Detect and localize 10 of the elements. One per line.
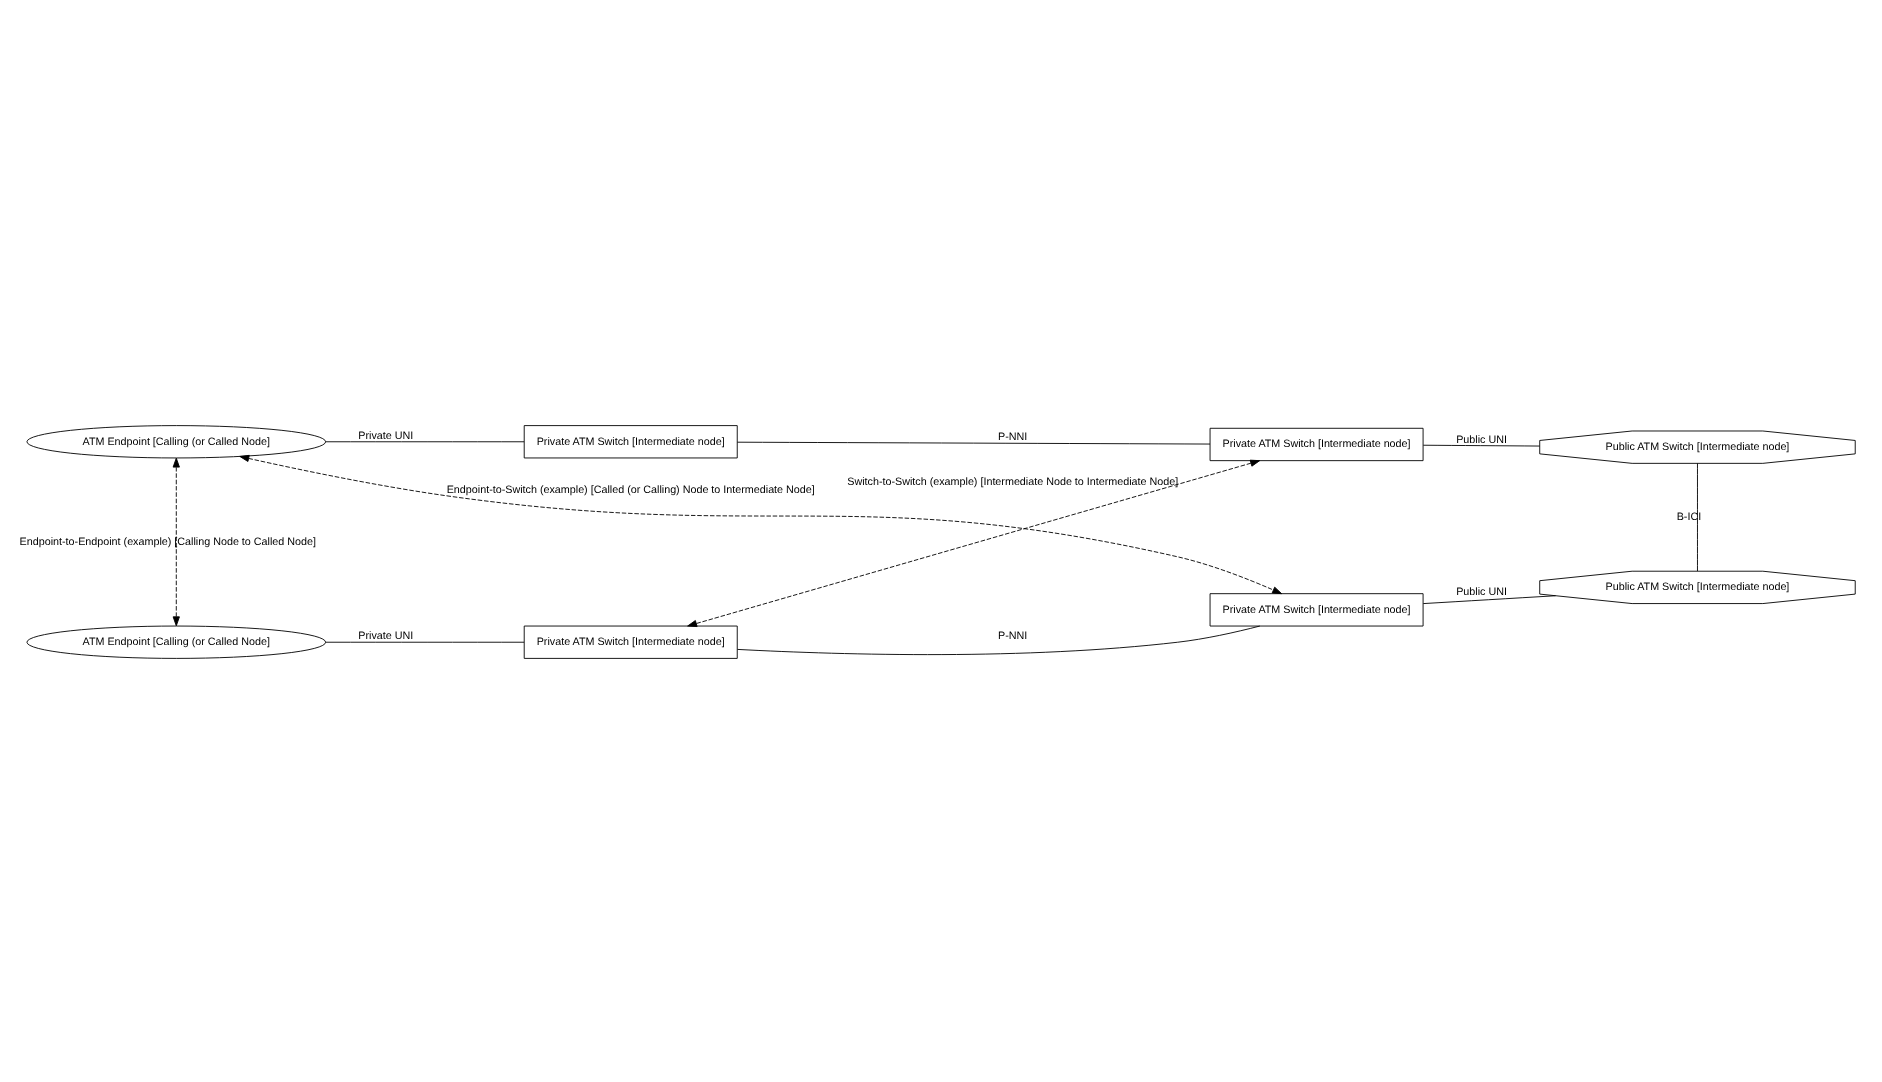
connector xyxy=(325,440,525,442)
connector xyxy=(1422,443,1541,446)
arrow xyxy=(687,458,1261,627)
connector xyxy=(1697,461,1698,571)
arrow xyxy=(239,453,1283,594)
connector xyxy=(737,624,1261,655)
connector xyxy=(325,640,525,642)
arrow xyxy=(172,456,180,626)
connector xyxy=(736,440,1211,444)
connector xyxy=(1422,594,1556,604)
